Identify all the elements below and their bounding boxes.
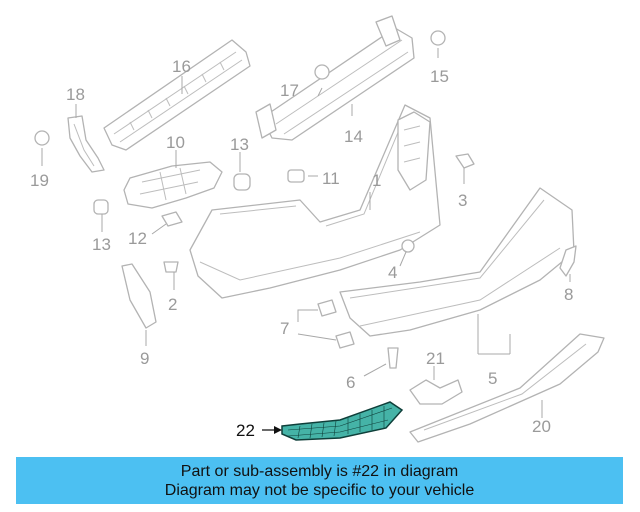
callout-22: 22 xyxy=(236,421,255,440)
callout-3: 3 xyxy=(458,191,467,210)
callout-labels: 1 2 3 4 5 6 7 8 9 10 11 12 13 13 14 15 1… xyxy=(30,57,573,440)
part-1-bumper-cover xyxy=(189,104,441,299)
callout-17: 17 xyxy=(280,81,299,100)
part-21-bracket xyxy=(409,379,463,405)
callout-8: 8 xyxy=(564,285,573,304)
part-16-absorber xyxy=(103,39,251,151)
part-10-side-bracket xyxy=(123,161,223,209)
banner-line-disclaimer: Diagram may not be specific to your vehi… xyxy=(164,481,475,499)
part-9-side-trim xyxy=(121,263,157,329)
callout-15: 15 xyxy=(430,67,449,86)
callout-6: 6 xyxy=(346,373,355,392)
callout-16: 16 xyxy=(172,57,191,76)
part-5-lower-valance xyxy=(339,187,575,337)
callout-5: 5 xyxy=(488,369,497,388)
callout-20: 20 xyxy=(532,417,551,436)
callout-2: 2 xyxy=(168,295,177,314)
part-14-reinforcement xyxy=(255,15,415,141)
callout-14: 14 xyxy=(344,127,363,146)
part-8-trim xyxy=(559,245,577,277)
callout-1: 1 xyxy=(372,171,381,190)
callout-21: 21 xyxy=(426,349,445,368)
callout-13-lower: 13 xyxy=(92,235,111,254)
part-18-bracket xyxy=(67,115,105,173)
callout-9: 9 xyxy=(140,349,149,368)
callout-4: 4 xyxy=(388,263,397,282)
info-banner: Part or sub-assembly is #22 in diagram D… xyxy=(16,457,623,504)
callout-13-upper: 13 xyxy=(230,135,249,154)
part-20-diffuser xyxy=(409,333,605,443)
callout-12: 12 xyxy=(128,229,147,248)
callout-18: 18 xyxy=(66,85,85,104)
callout-7: 7 xyxy=(280,319,289,338)
callout-11: 11 xyxy=(322,169,340,188)
part-22-highlighted xyxy=(262,401,404,441)
leader-lines xyxy=(41,48,571,418)
callout-19: 19 xyxy=(30,171,49,190)
parts-diagram: 1 2 3 4 5 6 7 8 9 10 11 12 13 13 14 15 1… xyxy=(30,15,605,443)
small-fasteners xyxy=(34,30,475,369)
callout-10: 10 xyxy=(166,133,185,152)
banner-line-part-number: Part or sub-assembly is #22 in diagram xyxy=(180,462,459,480)
